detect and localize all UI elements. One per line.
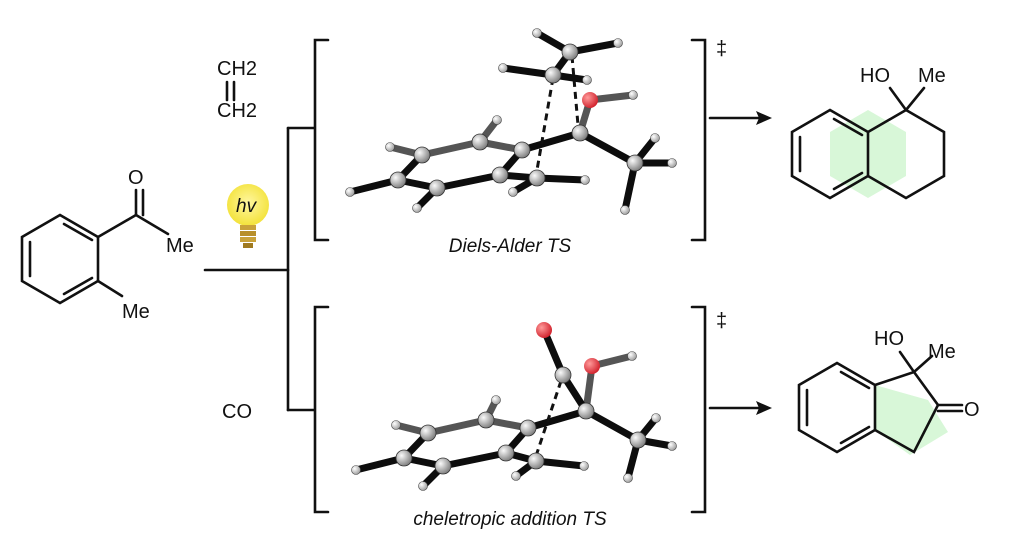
branch-lines bbox=[203, 126, 316, 412]
ethylene-top-label: CH2 bbox=[217, 58, 257, 80]
reactant-oxygen-label: O bbox=[128, 167, 144, 189]
ethylene-reagent: CH2 CH2 bbox=[217, 58, 257, 122]
product-bottom-hydroxyl: HO bbox=[874, 328, 904, 350]
reaction-arrows bbox=[708, 111, 772, 415]
product-top-methyl: Me bbox=[918, 65, 946, 87]
ts-bottom-dagger: ‡ bbox=[716, 310, 727, 332]
co-reagent-label: CO bbox=[222, 401, 252, 423]
ethylene-bottom-label: CH2 bbox=[217, 100, 257, 122]
reactant-molecule: O Me Me bbox=[20, 167, 194, 323]
hv-label: hv bbox=[236, 196, 258, 217]
reactant-methyl-ring-label: Me bbox=[122, 301, 150, 323]
ts-top-dagger: ‡ bbox=[716, 38, 727, 60]
product-top-hydroxyl: HO bbox=[860, 65, 890, 87]
reactant-methyl-ketone-label: Me bbox=[166, 235, 194, 257]
product-tetralin: HO Me bbox=[790, 65, 946, 200]
cheletropic-ts-label: cheletropic addition TS bbox=[413, 509, 607, 530]
product-bottom-oxygen: O bbox=[964, 399, 980, 421]
diels-alder-ts-label: Diels-Alder TS bbox=[449, 236, 572, 257]
lightbulb-icon: hv bbox=[227, 184, 269, 248]
cheletropic-ts-model bbox=[351, 322, 677, 491]
ts-brackets: ‡ ‡ bbox=[313, 38, 727, 514]
product-indanone: HO Me O bbox=[797, 328, 980, 455]
diels-alder-ts-model bbox=[345, 28, 677, 215]
product-bottom-methyl: Me bbox=[928, 341, 956, 363]
